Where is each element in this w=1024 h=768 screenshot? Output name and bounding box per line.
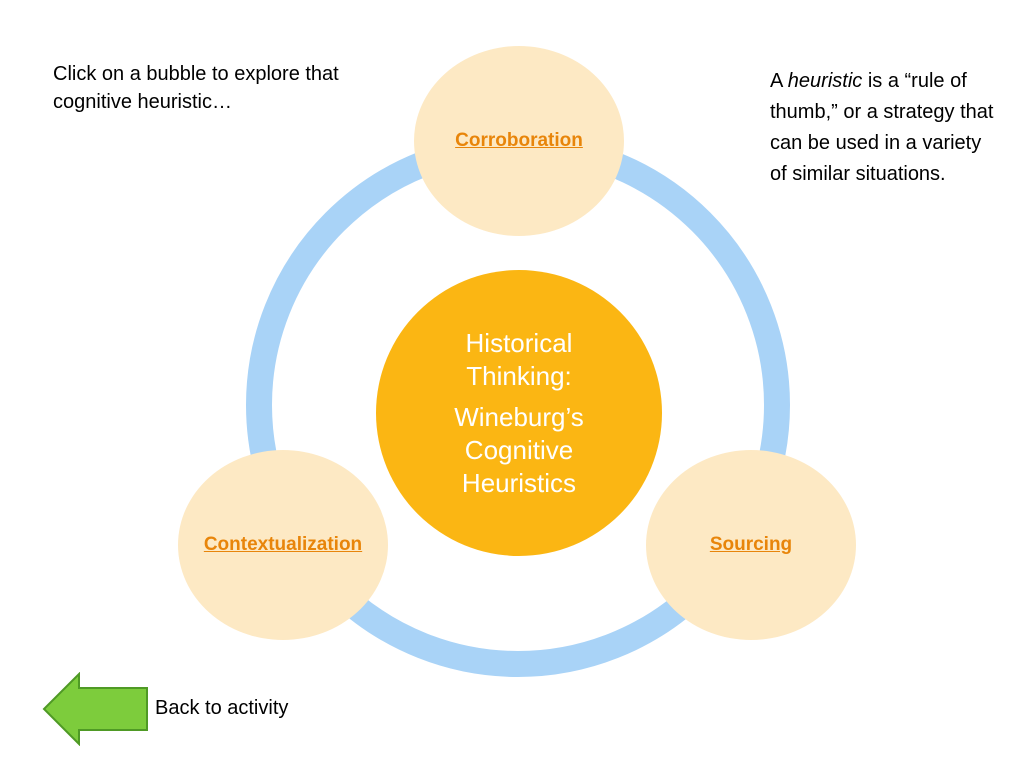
- center-subtitle-line1: Wineburg’s: [454, 401, 584, 432]
- center-title-line2: Thinking:: [466, 360, 572, 391]
- center-title-line1: Historical: [465, 327, 573, 358]
- center-circle: Historical Thinking: Wineburg’s Cognitiv…: [376, 270, 662, 556]
- back-arrow-icon[interactable]: [42, 672, 150, 746]
- instructions-text: Click on a bubble to explore that cognit…: [53, 63, 339, 113]
- heuristic-definition: A heuristic is a “rule of thumb,” or a s…: [770, 66, 1000, 190]
- definition-term: heuristic: [787, 70, 863, 92]
- sourcing-link[interactable]: Sourcing: [709, 534, 793, 555]
- corroboration-link[interactable]: Corroboration: [455, 130, 583, 151]
- contextualization-link[interactable]: Contextualization: [203, 534, 363, 555]
- bubble-sourcing[interactable]: Sourcing: [646, 450, 856, 640]
- center-subtitle-line3: Heuristics: [461, 467, 577, 498]
- center-subtitle-line2: Cognitive: [464, 434, 574, 465]
- definition-prefix: A: [770, 70, 788, 92]
- back-to-activity-button[interactable]: Back to activity: [42, 672, 332, 746]
- definition-suffix: is a “rule of thumb,” or a strategy that…: [770, 70, 994, 185]
- back-to-activity-label[interactable]: Back to activity: [155, 697, 289, 719]
- bubble-corroboration[interactable]: Corroboration: [414, 46, 624, 236]
- bubble-contextualization[interactable]: Contextualization: [178, 450, 388, 640]
